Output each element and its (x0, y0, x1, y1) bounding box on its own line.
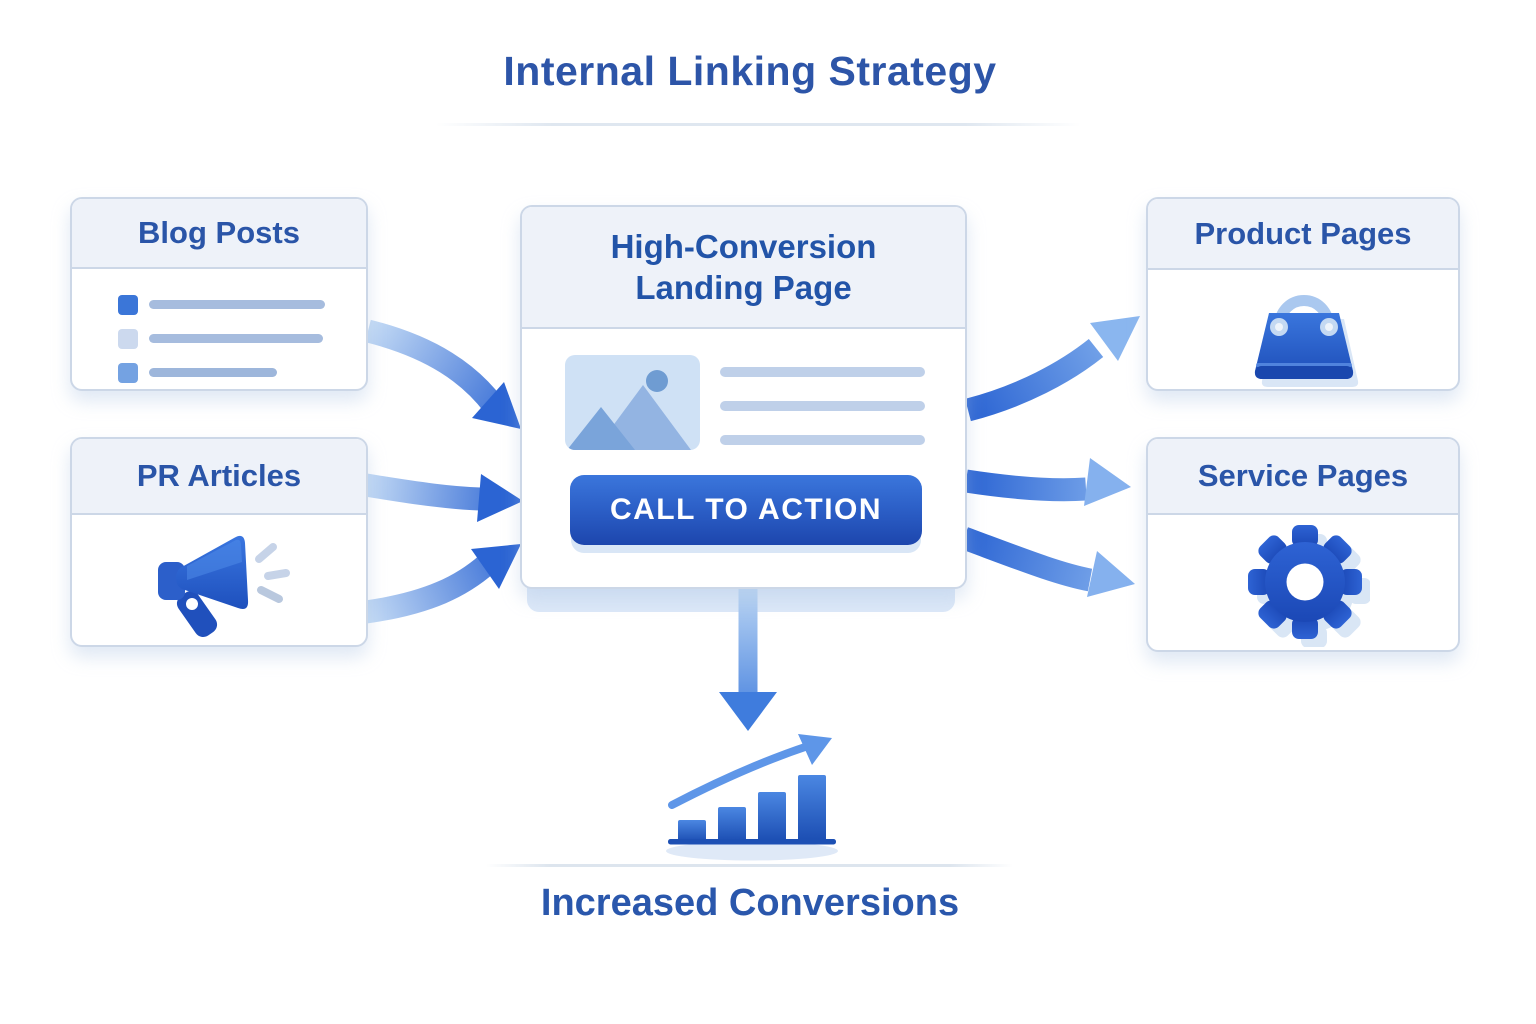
pr-articles-header: PR Articles (72, 439, 366, 515)
node-service-pages: Service Pages (1146, 437, 1460, 652)
title-divider (436, 123, 1081, 126)
chart-bar (758, 792, 786, 842)
landing-page-label-line1: High-Conversion (610, 227, 877, 265)
node-pr-articles: PR Articles (70, 437, 368, 647)
image-placeholder-icon (565, 355, 700, 450)
arrow-landing-to-outcome (719, 586, 777, 731)
service-pages-label: Service Pages (1197, 458, 1409, 493)
node-blog-posts: Blog Posts (70, 197, 368, 391)
product-pages-header: Product Pages (1148, 199, 1458, 270)
landing-page-header: High-Conversion Landing Page (522, 207, 965, 329)
text-line (720, 401, 925, 411)
gear-icon (1248, 525, 1370, 647)
list-bullet (118, 363, 138, 383)
arrow-blog-to-landing (365, 319, 521, 429)
mountain-sun-icon (567, 370, 691, 450)
node-product-pages: Product Pages (1146, 197, 1460, 391)
page-title: Internal Linking Strategy (503, 48, 997, 94)
list-line (149, 368, 277, 377)
arrow-landing-to-service-2 (960, 527, 1135, 597)
list-line (149, 300, 325, 309)
growth-arrow-icon (668, 734, 832, 809)
pr-articles-label: PR Articles (136, 458, 302, 493)
chart-shadow (666, 841, 838, 861)
outcome-divider (486, 864, 1013, 867)
list-line (149, 334, 323, 343)
arrow-pr-to-landing-2 (364, 544, 521, 624)
blog-posts-label: Blog Posts (138, 215, 300, 250)
landing-page-label-line2: Landing Page (635, 269, 852, 306)
chart-bar (678, 820, 706, 842)
growth-bar-chart-icon (666, 734, 838, 861)
blog-posts-header: Blog Posts (72, 199, 366, 269)
arrow-landing-to-service-1 (964, 458, 1131, 506)
list-bullet (118, 295, 138, 315)
arrow-landing-to-product (965, 316, 1140, 422)
arrow-pr-to-landing-1 (364, 473, 523, 522)
service-pages-header: Service Pages (1148, 439, 1458, 515)
product-pages-label: Product Pages (1194, 215, 1412, 251)
chart-bar (798, 775, 826, 842)
text-line (720, 435, 925, 445)
megaphone-icon (158, 535, 290, 638)
list-bullet (118, 329, 138, 349)
outcome-label: Increased Conversions (540, 882, 960, 924)
chart-bar (718, 807, 746, 842)
shopping-bag-icon (1254, 295, 1359, 387)
chart-baseline (668, 839, 836, 845)
cta-button: CALL TO ACTION (570, 475, 922, 545)
node-landing-page: High-Conversion Landing Page CALL TO ACT… (520, 205, 967, 589)
chart-bars (678, 775, 826, 842)
text-line (720, 367, 925, 377)
